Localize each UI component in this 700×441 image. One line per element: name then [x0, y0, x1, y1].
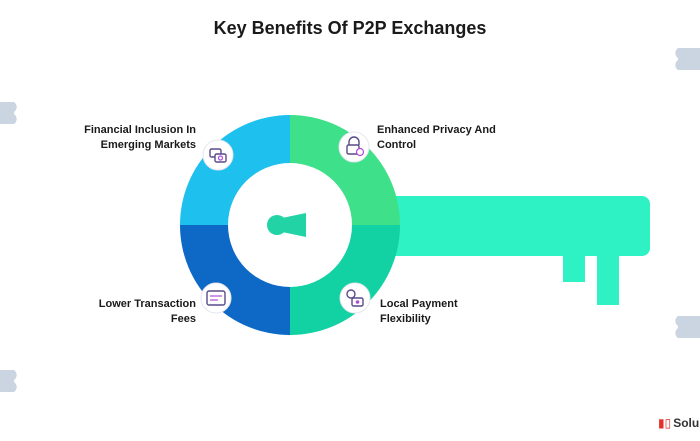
right-tab-bottom: [675, 316, 700, 338]
label-enhanced-privacy: Enhanced Privacy And Control: [377, 124, 496, 151]
money-exchange-icon: [202, 139, 234, 171]
brand-text: Solu: [673, 416, 700, 430]
right-tab-top: [675, 48, 700, 70]
fee-calculator-icon: [200, 282, 232, 314]
left-tab-top: [0, 102, 17, 124]
key-shaft-bar: [360, 196, 650, 256]
label-local-payment: Local Payment Flexibility: [380, 298, 458, 325]
ring-segment-bottom-right: [290, 225, 400, 335]
label-financial-inclusion: Financial Inclusion In Emerging Markets: [84, 124, 196, 151]
key-tooth-2: [597, 250, 619, 305]
brand-logo: ▮▯Solu: [658, 416, 699, 430]
left-tab-bottom: [0, 370, 17, 392]
ring-segment-bottom-left: [180, 225, 290, 335]
padlock-shield-icon: [338, 131, 370, 163]
local-payment-icon: [339, 282, 371, 314]
brand-mark-icon: ▮▯: [658, 416, 672, 430]
keyhole-icon: [267, 213, 306, 237]
key-tooth-1: [563, 250, 585, 282]
key-shaft: [360, 196, 650, 305]
ring-segment-top-right: [290, 115, 400, 225]
diagram-title: Key Benefits Of P2P Exchanges: [213, 18, 487, 38]
ring-segment-top-left: [180, 115, 290, 225]
label-lower-fees: Lower Transaction Fees: [98, 298, 196, 325]
